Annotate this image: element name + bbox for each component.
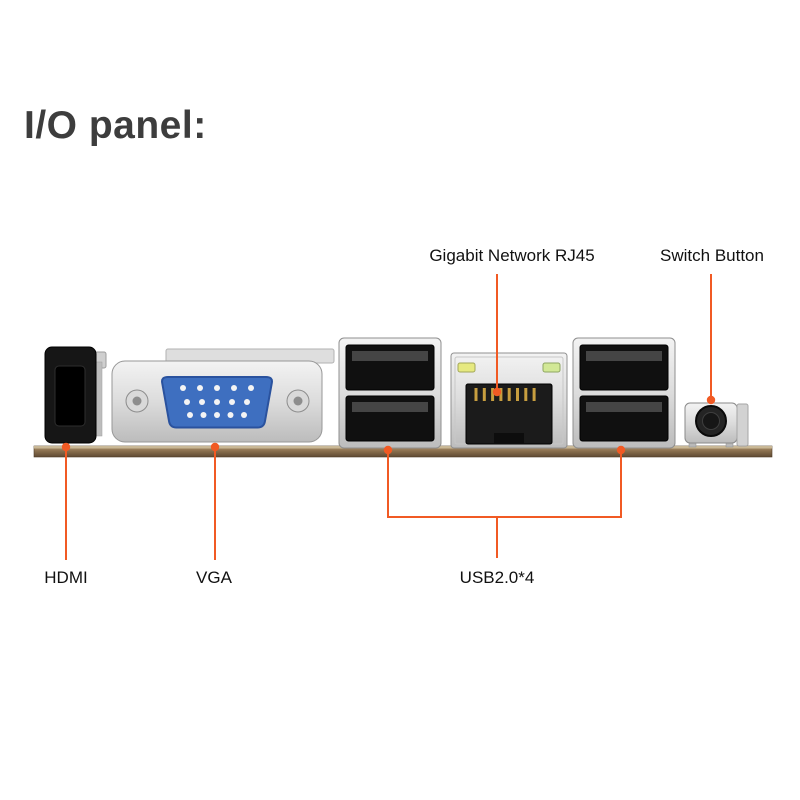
label-hdmi: HDMI bbox=[44, 568, 88, 587]
rj45-pins bbox=[474, 388, 536, 401]
rj45-led-right bbox=[542, 362, 561, 373]
usb-ports-right bbox=[572, 337, 676, 449]
label-gigabit-network-rj45: Gigabit Network RJ45 bbox=[429, 246, 595, 265]
bracket-piece bbox=[736, 403, 749, 447]
vga-pins bbox=[180, 385, 254, 418]
label-vga: VGA bbox=[196, 568, 232, 587]
gigabit-rj45-port bbox=[450, 352, 568, 449]
label-usb2-0-x4: USB2.0*4 bbox=[459, 568, 535, 587]
callout-dot-vga bbox=[210, 442, 220, 452]
callout-dot-switch bbox=[706, 395, 716, 405]
hdmi-port bbox=[44, 346, 107, 444]
usb-ports-left bbox=[338, 337, 442, 449]
callout-dot-rj45 bbox=[492, 387, 502, 397]
callout-lines bbox=[61, 274, 716, 560]
label-switch-button: Switch Button bbox=[660, 246, 764, 265]
rj45-led-left bbox=[457, 362, 476, 373]
switch-button bbox=[684, 402, 738, 448]
callout-dot-hdmi bbox=[61, 442, 71, 452]
page-title: I/O panel: bbox=[24, 104, 207, 147]
callout-dot-usb-left bbox=[383, 445, 393, 455]
vga-port bbox=[111, 348, 335, 443]
callout-dot-usb-right bbox=[616, 445, 626, 455]
